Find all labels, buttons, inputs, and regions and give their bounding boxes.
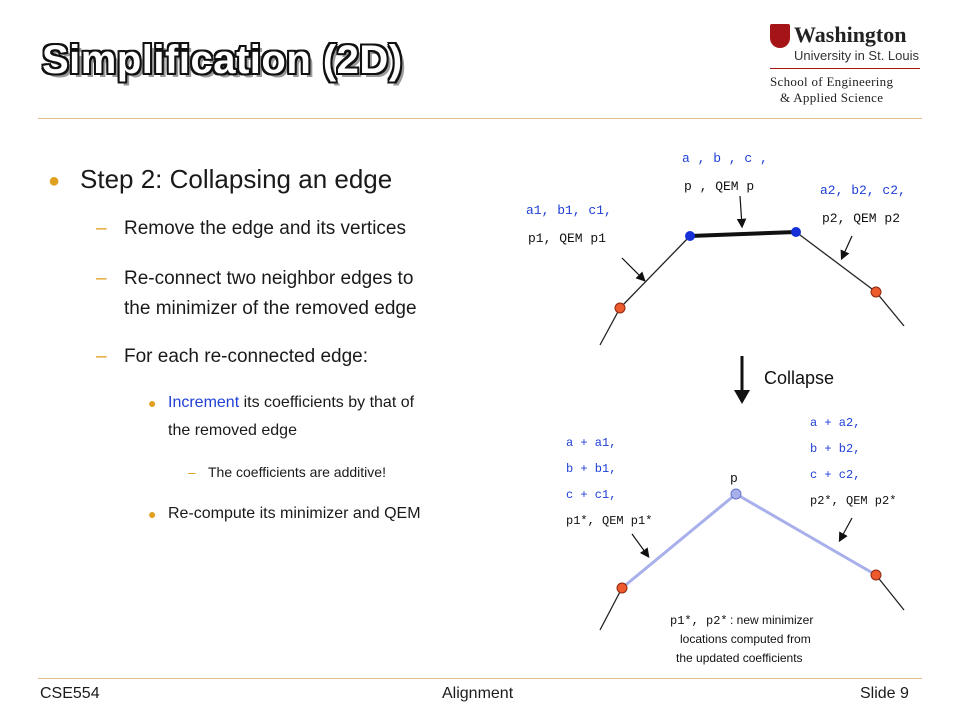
dash-icon: – xyxy=(188,464,196,480)
university-logo: Washington University in St. Louis Schoo… xyxy=(770,22,920,108)
dash-icon: – xyxy=(96,268,107,289)
edge-reconnected-left xyxy=(621,492,737,590)
edge-left xyxy=(619,235,691,309)
after-mesh xyxy=(599,488,905,631)
arrow-bottom-left xyxy=(631,533,650,558)
logo-university: University in St. Louis xyxy=(794,48,919,63)
logo-divider xyxy=(770,68,920,69)
before-mesh xyxy=(599,195,905,346)
label-left-minimizer: p1, QEM p1 xyxy=(528,231,606,246)
sub-bullet-for-each-text: For each re-connected edge: xyxy=(124,346,368,367)
footer-divider xyxy=(38,678,922,679)
footer-slide-number: Slide 9 xyxy=(860,685,909,702)
edge-bottom-left-tail xyxy=(599,587,623,631)
vertex-endpoint-2 xyxy=(791,227,801,237)
dash-icon: – xyxy=(96,218,107,239)
note-line1: : new minimizer xyxy=(730,613,813,627)
item-increment-rest: its coefficients by that of xyxy=(239,394,415,411)
vertex-left xyxy=(614,302,626,314)
br-line-b: b + b2, xyxy=(810,442,860,456)
note-symbols: p1*, p2* xyxy=(670,614,728,628)
footer-course: CSE554 xyxy=(40,685,100,702)
bl-line-b: b + b1, xyxy=(566,462,616,476)
edge-reconnected-right xyxy=(735,492,877,577)
collapse-label: Collapse xyxy=(764,368,834,388)
label-left-coeffs: a1, b1, c1, xyxy=(526,203,612,218)
shield-icon xyxy=(770,24,790,48)
arrow-left xyxy=(621,257,646,282)
vertex-bottom-right xyxy=(870,569,882,581)
logo-name: Washington xyxy=(794,22,907,47)
logo-school-line2: & Applied Science xyxy=(780,90,884,105)
bullet-dot-icon: ● xyxy=(148,506,157,522)
vertex-merged xyxy=(730,488,742,500)
bl-line-a: a + a1, xyxy=(566,436,616,450)
item-increment-line2: the removed edge xyxy=(168,422,297,439)
br-line-c: c + c2, xyxy=(810,468,860,482)
collapse-arrow-icon xyxy=(734,390,750,404)
note-line3: the updated coefficients xyxy=(676,651,803,665)
arrow-mid xyxy=(736,195,747,229)
edge-right-tail xyxy=(875,291,905,327)
br-line-p: p2*, QEM p2* xyxy=(810,494,896,508)
title-divider xyxy=(38,118,922,119)
footer-topic: Alignment xyxy=(442,685,514,702)
vertex-right xyxy=(870,286,882,298)
edge-collapsed xyxy=(689,230,797,238)
label-right-coeffs: a2, b2, c2, xyxy=(820,183,906,198)
vertex-endpoint-1 xyxy=(685,231,695,241)
edge-bottom-right-tail xyxy=(875,574,905,611)
bl-line-p: p1*, QEM p1* xyxy=(566,514,652,528)
logo-school-line1: School of Engineering xyxy=(770,74,894,89)
edge-left-tail xyxy=(599,307,621,346)
increment-highlight: Increment xyxy=(168,394,240,411)
label-merged-point: p xyxy=(730,471,738,486)
bl-line-c: c + c1, xyxy=(566,488,616,502)
dash-icon: – xyxy=(96,346,107,367)
arrow-bottom-right xyxy=(838,517,853,543)
item-increment-text: Increment its coefficients by that of xyxy=(168,391,414,415)
item-additive-text: The coefficients are additive! xyxy=(208,464,386,480)
label-edge-coeffs: a , b , c , xyxy=(682,151,768,166)
label-edge-minimizer: p , QEM p xyxy=(684,179,754,194)
bullet-step-text: Step 2: Collapsing an edge xyxy=(80,164,393,194)
label-right-minimizer: p2, QEM p2 xyxy=(822,211,900,226)
item-recompute-text: Re-compute its minimizer and QEM xyxy=(168,505,421,522)
bullet-dot-icon: ● xyxy=(148,395,157,411)
sub-bullet-remove-text: Remove the edge and its vertices xyxy=(124,218,406,239)
br-line-a: a + a2, xyxy=(810,416,860,430)
note-line2: locations computed from xyxy=(680,632,811,646)
bullet-dot-icon: ● xyxy=(48,170,61,192)
slide-title: Simplification (2D) xyxy=(42,38,403,82)
sub-bullet-reconnect-line2: the minimizer of the removed edge xyxy=(124,298,417,319)
edge-right xyxy=(795,231,877,293)
sub-bullet-reconnect-line1: Re-connect two neighbor edges to xyxy=(124,268,414,289)
vertex-bottom-left xyxy=(616,582,628,594)
arrow-right xyxy=(840,235,853,261)
